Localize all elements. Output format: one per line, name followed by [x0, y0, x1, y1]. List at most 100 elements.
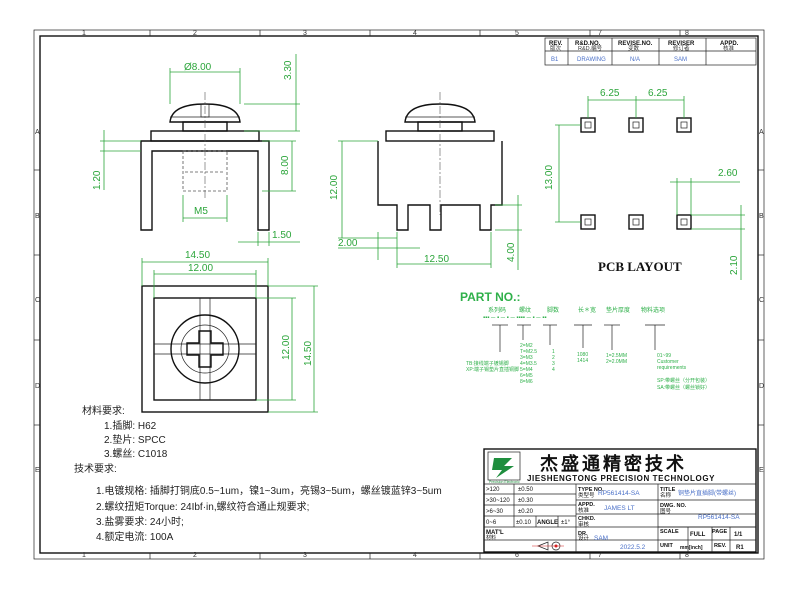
rev-header-cn: 核准: [723, 44, 735, 52]
grid-col-label: 2: [193, 552, 197, 559]
dim-leg-width: 1.50: [272, 230, 292, 241]
dim-pin-span: 12.50: [424, 254, 449, 265]
grid-col-label: 1: [82, 30, 86, 37]
grid-row-label: D: [759, 383, 764, 390]
dim-total-height: 12.00: [329, 175, 340, 200]
screw-option: 5=M4: [520, 367, 533, 373]
rev-value: R1: [736, 545, 744, 551]
series-note: XP:端子锡垫片直插铜脚: [466, 366, 519, 373]
rev-label: REV.: [714, 543, 727, 549]
rev-header-cn: 变数: [628, 44, 640, 52]
tol-value: ±0.10: [516, 520, 532, 526]
rev-cell: DRAWING: [577, 57, 606, 63]
dim-inner-height: 12.00: [281, 335, 292, 360]
pcb-layout: 6.25 6.25 13.00 2.60 2.10 PCB LAYOUT: [544, 88, 745, 280]
part-header: 系列码: [488, 306, 506, 314]
grid-row-label: B: [759, 213, 764, 220]
date-value: 2022.5.2: [620, 544, 646, 551]
scale-label: SCALE: [660, 529, 679, 535]
projection-symbol-icon: [532, 541, 564, 551]
rev-header: R&D.NO.: [575, 41, 601, 47]
unit-label: UNIT: [660, 543, 673, 549]
tech-item: 3.盐雾要求: 24小时;: [96, 515, 184, 528]
pin-option: 4: [552, 367, 555, 373]
grid-col-label: 5: [515, 30, 519, 37]
thickness-option: 1=2.5MM: [606, 353, 627, 359]
grid-row-label: C: [35, 297, 40, 304]
title-value: 铜垫片直插脚(带螺丝): [678, 489, 736, 497]
top-view: 14.50 12.00 12.00 14.50: [141, 250, 318, 413]
series-note: TB:接线端子镀锡脚: [466, 360, 509, 367]
page-label: PAGE: [712, 529, 728, 535]
dim-plate-thk: 1.20: [92, 170, 103, 190]
matl-label: MAT'L: [486, 530, 504, 536]
side-view: 12.00 2.00 12.50 4.00: [329, 92, 522, 270]
pin-option: 3: [552, 361, 555, 367]
title-label: TITLE: [660, 487, 676, 493]
grid-row-label: D: [35, 383, 40, 390]
dim-pin-length: 4.00: [506, 242, 517, 262]
zone-grid: 1 2 3 4 5 7 8 1 2 3 4 6 7 8 A B C D E A …: [34, 30, 764, 559]
pcb-pad-size: 2.60: [718, 168, 738, 179]
dim-pin-offset: 2.00: [338, 238, 358, 249]
dim-head-height: 3.30: [283, 60, 294, 80]
tech-item: 4.额定电流: 100A: [96, 530, 174, 543]
grid-col-label: 4: [413, 552, 417, 559]
material-item: 3.螺丝: C1018: [104, 448, 168, 460]
tol-range: >30~120: [486, 498, 510, 504]
grid-col-label: 6: [515, 552, 519, 559]
grid-col-label: 8: [685, 30, 689, 37]
material-item: 1.插脚: H62: [104, 419, 157, 432]
option-note: SA:带螺丝（螺丝锁好）: [657, 384, 710, 391]
title-label-cn: 名称: [660, 491, 672, 499]
pin-option: 2: [552, 355, 555, 361]
rev-header: REV.: [549, 41, 563, 47]
revision-table: REV. R&D.NO. REVISE.NO. REVISER APPD. 版次…: [544, 37, 757, 66]
outer-frame: [33, 29, 765, 560]
part-header: 脚数: [547, 306, 559, 314]
grid-col-label: 7: [598, 30, 602, 37]
tol-range: >6~30: [486, 509, 504, 515]
rev-header: APPD.: [720, 41, 739, 47]
pcb-pads: [580, 117, 692, 230]
part-header: 螺纹: [519, 306, 531, 314]
tech-item: 2.螺纹扭矩Torque: 24Ibf·in,螺纹符合通止规要求;: [96, 500, 309, 513]
grid-row-label: B: [35, 213, 40, 220]
outer-square: [141, 285, 269, 413]
screw-option: 2=M2: [520, 343, 533, 349]
sheet-border: [39, 35, 759, 554]
screw-option: T=M2.5: [520, 349, 537, 355]
rev-header-cn: 版次: [550, 44, 562, 52]
pcb-row-spacing: 13.00: [544, 165, 555, 190]
pcb-title: PCB LAYOUT: [598, 259, 682, 274]
grid-col-label: 4: [413, 30, 417, 37]
screw-option: 3=M3: [520, 355, 533, 361]
page-value: 1/1: [734, 532, 743, 538]
technical-requirements: 技术要求: 1.电镀规格: 插脚打铜底0.5~1um，镍1~3um，亮锡3~5u…: [74, 462, 442, 543]
code-option: 01~99: [657, 353, 671, 359]
option-note: SP:带螺丝（分开包装）: [657, 377, 710, 384]
type-no-value: RP561414-SA: [598, 490, 640, 497]
pcb-pad-offset: 2.10: [729, 255, 740, 275]
tol-range: >120: [486, 487, 500, 493]
dim-inner-width: 12.00: [188, 263, 213, 274]
grid-col-label: 3: [303, 30, 307, 37]
grid-row-label: C: [759, 297, 764, 304]
dim-leg-height: 8.00: [280, 155, 291, 175]
appd-value: JAMES LT: [604, 505, 635, 512]
screw-option: 6=M5: [520, 373, 533, 379]
company-name-cn: 杰盛通精密技术: [540, 453, 687, 474]
thickness-option: 2=2.0MM: [606, 359, 627, 365]
code-option: requirements: [657, 365, 687, 371]
dim-screw-dia: Ø8.00: [184, 62, 212, 73]
rev-cell: SAM: [674, 57, 687, 63]
part-header: 垫片厚度: [606, 306, 630, 314]
angle-value: ±1°: [561, 520, 571, 526]
grid-col-label: 8: [685, 552, 689, 559]
rev-header: REVISE.NO.: [618, 41, 653, 47]
dwg-label-cn: 图号: [660, 507, 672, 515]
rev-header-cn: R&D.编号: [578, 44, 603, 52]
dr-label: DR.: [578, 531, 588, 537]
chkd-label-cn: 审核: [578, 520, 590, 528]
